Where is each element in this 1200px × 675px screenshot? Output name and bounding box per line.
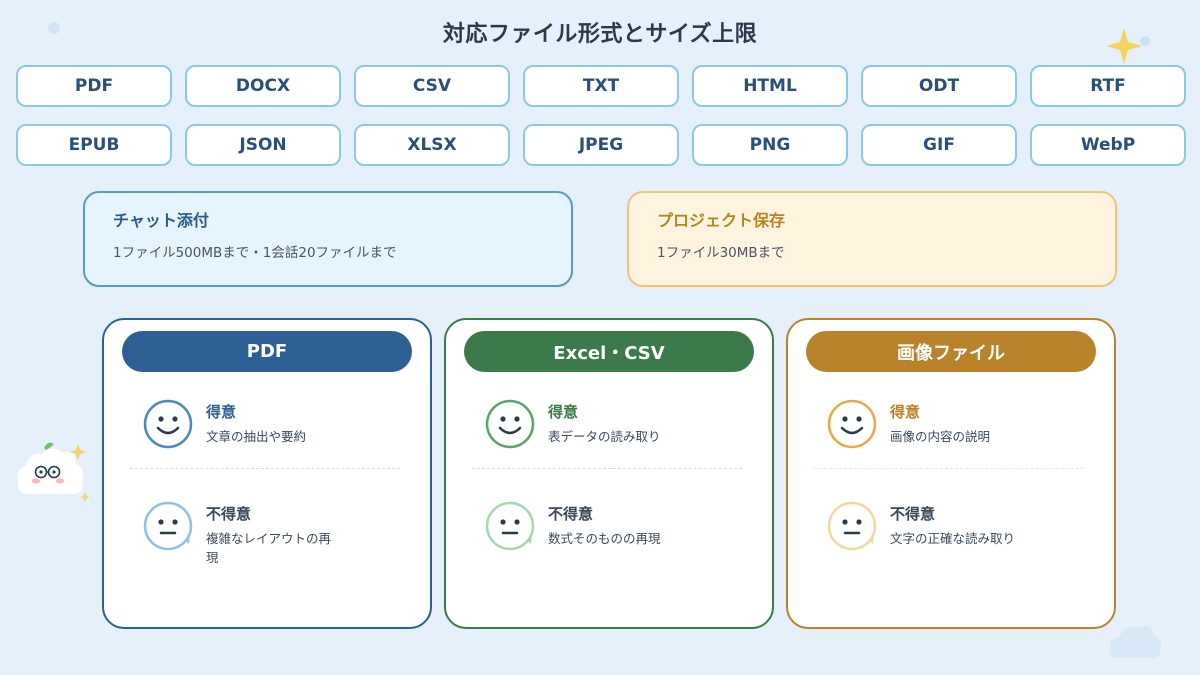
project-limit-desc: 1ファイル30MBまで <box>657 245 785 261</box>
format-chip-xlsx: XLSX <box>354 124 510 166</box>
page-title: 対応ファイル形式とサイズ上限 <box>442 22 758 47</box>
weakness-label: 不得意 <box>206 505 252 523</box>
strength-label: 得意 <box>206 403 237 421</box>
weakness-label: 不得意 <box>890 505 936 523</box>
chat-limit-box: チャット添付 1ファイル500MBまで・1会話20ファイルまで <box>83 191 573 287</box>
strength-desc: 表データの読み取り <box>548 429 661 444</box>
format-chip-pdf: PDF <box>16 65 172 107</box>
pdf-card: PDF 得意 文章の抽出や要約 不得意 複雑なレイアウトの再現 <box>102 318 432 629</box>
strength-row: 得意 画像の内容の説明 <box>826 398 1094 450</box>
format-chip-jpeg: JPEG <box>523 124 679 166</box>
format-chip-csv: CSV <box>354 65 510 107</box>
card-header: PDF <box>122 331 412 372</box>
image-file-card: 画像ファイル 得意 画像の内容の説明 不得意 文字の正確な読み取り <box>786 318 1116 629</box>
card-header: 画像ファイル <box>806 331 1096 372</box>
format-chip-html: HTML <box>692 65 848 107</box>
format-chip-epub: EPUB <box>16 124 172 166</box>
cloud-decoration <box>1109 626 1162 658</box>
format-chip-grid: PDF DOCX CSV TXT HTML ODT RTF EPUB JSON … <box>16 65 1186 166</box>
excel-csv-card: Excel・CSV 得意 表データの読み取り 不得意 数式そのものの再現 <box>444 318 774 629</box>
dot-decoration <box>48 22 60 34</box>
smile-face-icon <box>485 399 535 449</box>
divider <box>130 468 400 469</box>
divider <box>472 468 742 469</box>
divider <box>814 468 1084 469</box>
strength-label: 得意 <box>548 403 579 421</box>
chat-limit-title: チャット添付 <box>113 211 209 230</box>
project-limit-box: プロジェクト保存 1ファイル30MBまで <box>627 191 1117 287</box>
dot-decoration <box>1140 36 1150 46</box>
weakness-row: 不得意 数式そのものの再現 <box>484 500 752 552</box>
format-chip-png: PNG <box>692 124 848 166</box>
format-chip-odt: ODT <box>861 65 1017 107</box>
format-chip-docx: DOCX <box>185 65 341 107</box>
format-chip-json: JSON <box>185 124 341 166</box>
weakness-desc: 数式そのものの再現 <box>548 531 661 546</box>
project-limit-title: プロジェクト保存 <box>657 211 786 230</box>
strength-row: 得意 文章の抽出や要約 <box>142 398 410 450</box>
smile-face-icon <box>143 399 193 449</box>
weakness-desc: 文字の正確な読み取り <box>890 531 1016 546</box>
neutral-face-icon <box>827 501 877 551</box>
mascot-cloud-icon <box>17 442 90 502</box>
strength-desc: 画像の内容の説明 <box>890 429 991 444</box>
strength-desc: 文章の抽出や要約 <box>206 429 307 444</box>
format-chip-gif: GIF <box>861 124 1017 166</box>
chat-limit-desc: 1ファイル500MBまで・1会話20ファイルまで <box>113 245 397 261</box>
weakness-row: 不得意 文字の正確な読み取り <box>826 500 1094 552</box>
weakness-desc: 複雑なレイアウトの再現 <box>206 531 332 565</box>
smile-face-icon <box>827 399 877 449</box>
weakness-label: 不得意 <box>548 505 594 523</box>
neutral-face-icon <box>485 501 535 551</box>
neutral-face-icon <box>143 501 193 551</box>
format-chip-webp: WebP <box>1030 124 1186 166</box>
strength-row: 得意 表データの読み取り <box>484 398 752 450</box>
format-chip-txt: TXT <box>523 65 679 107</box>
strength-label: 得意 <box>890 403 921 421</box>
sparkle-icon <box>1106 28 1142 64</box>
weakness-row: 不得意 複雑なレイアウトの再現 <box>142 500 410 567</box>
card-header: Excel・CSV <box>464 331 754 372</box>
format-chip-rtf: RTF <box>1030 65 1186 107</box>
